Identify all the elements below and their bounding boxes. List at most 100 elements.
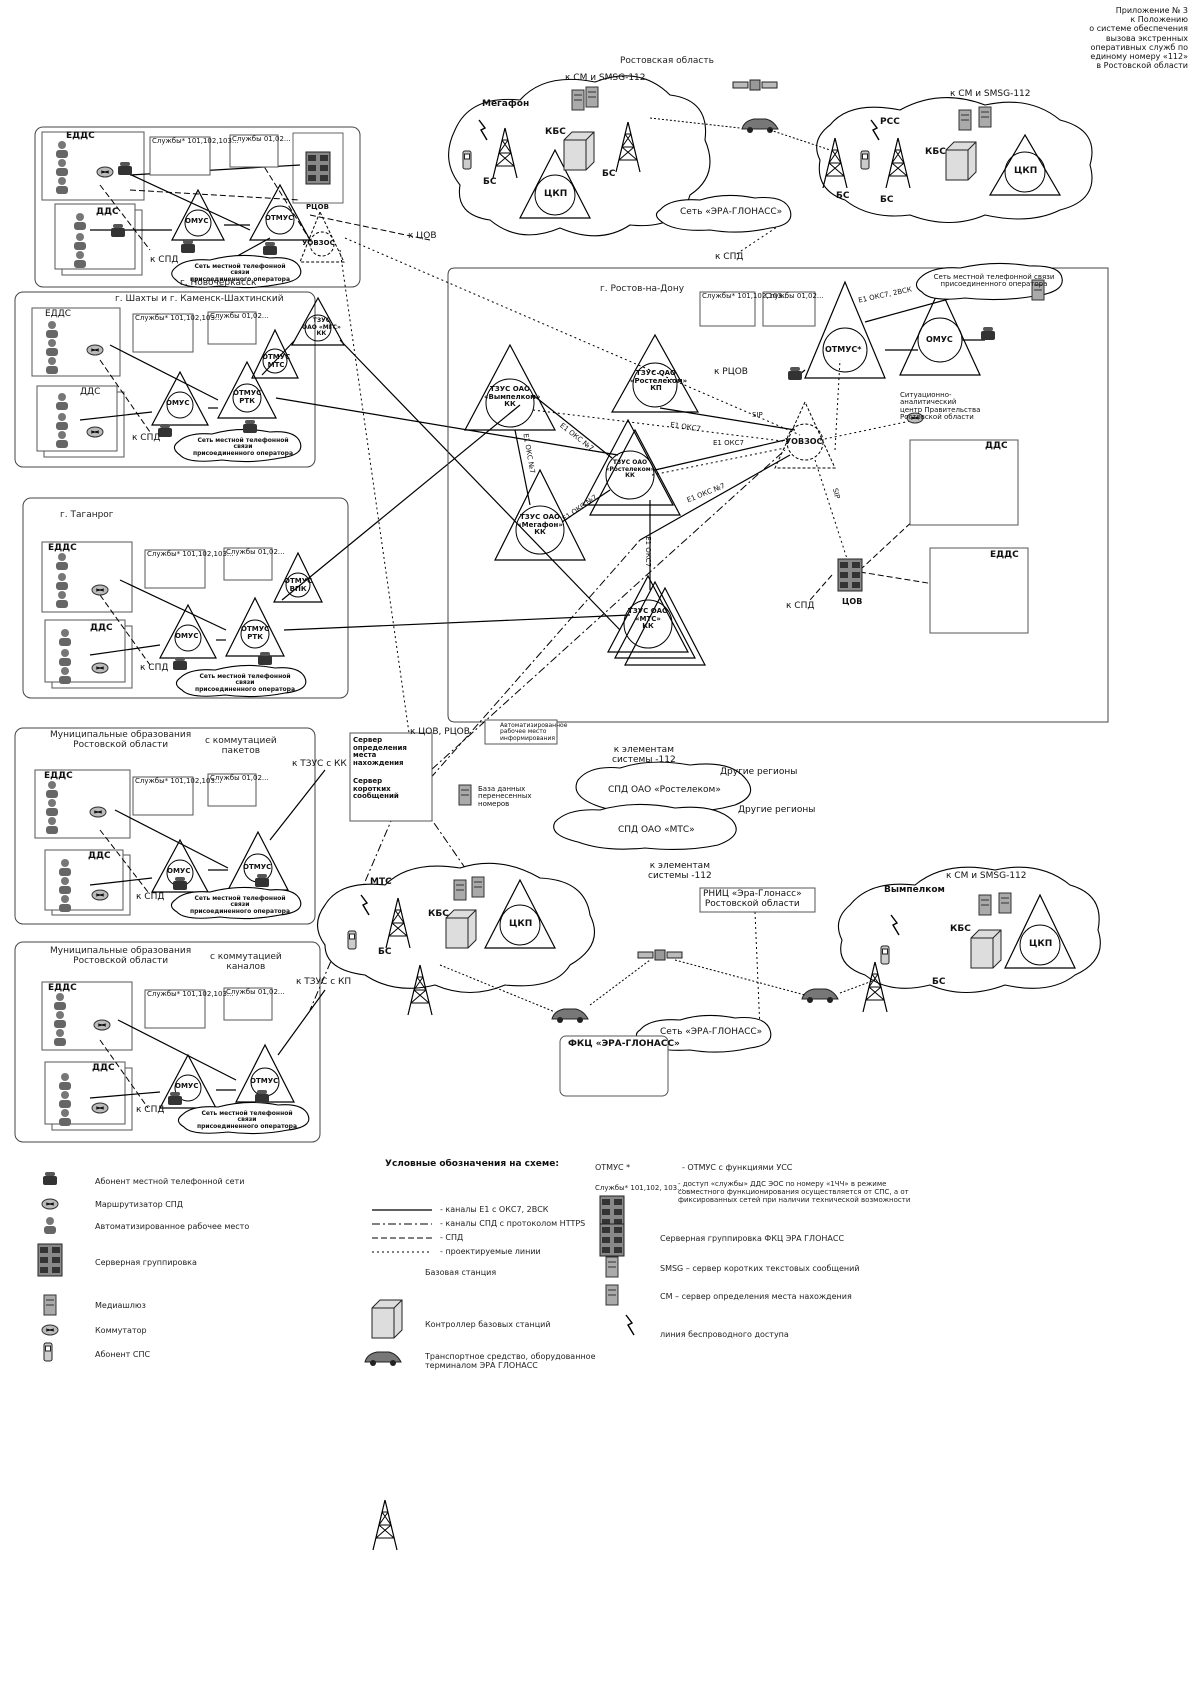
legend-services: - доступ «службы» ДДС ЭОС по номеру «1ЧЧ… <box>678 1180 911 1204</box>
label-otmus-star: ОТМУС* <box>825 345 862 354</box>
label-location-server: Сервер определения места нахождения <box>353 736 407 768</box>
label-analytic-center: Ситуационно-аналитический центр Правител… <box>900 391 981 422</box>
label-kbs-2: КБС <box>925 147 946 157</box>
label-omus-rostov: ОМУС <box>926 335 953 344</box>
label-edds-4: ЕДДС <box>44 771 73 781</box>
label-tskp-2: ЦКП <box>1014 166 1038 176</box>
cloud-vimpelcom <box>837 866 1101 993</box>
label-fkts: ФКЦ «ЭРА-ГЛОНАСС» <box>568 1039 680 1049</box>
local-net-3: Сеть местной телефонной связи присоедине… <box>194 673 296 693</box>
label-spd-mts: СПД ОАО «МТС» <box>618 825 695 835</box>
legend-item-router: Маршрутизатор СПД <box>95 1200 184 1209</box>
label-to-tzus-kp: к ТЗУС с КП <box>296 977 352 987</box>
label-to-spd-3: к СПД <box>140 663 169 673</box>
label-to-spd-4: к СПД <box>136 892 165 902</box>
label-to-spd-2: к СПД <box>132 433 161 443</box>
label-rnits: РНИЦ «Эра-Глонасс» Ростовской области <box>703 889 802 909</box>
label-e1-e: Е1 ОКС7 <box>644 536 653 568</box>
label-edds-1: ЕДДС <box>66 131 95 141</box>
services-b-4: Службы 01,02... <box>210 774 269 782</box>
panel-mode-channels: с коммутацией каналов <box>210 952 282 972</box>
dds-rostov-box <box>909 439 1019 526</box>
label-db-ported: База данных перенесенных номеров <box>478 785 532 808</box>
label-sms-server: Сервер коротких сообщений <box>353 777 399 801</box>
edds-rostov-box <box>929 547 1029 634</box>
rostov-oblast-title: Ростовская область <box>620 56 714 66</box>
panel-title-rostov-on-don: г. Ростов-на-Дону <box>600 284 685 294</box>
label-kbs-3: КБС <box>428 909 449 919</box>
label-otmus-4: ОТМУС <box>243 863 272 871</box>
legend-item-mobile-subscriber: Абонент СПС <box>95 1350 151 1359</box>
label-omus-1: ОМУС <box>185 217 209 225</box>
label-cm-smsg-2: к СМ и SMSG-112 <box>950 89 1031 99</box>
legend-key-services: Службы* 101,102, 103... <box>595 1184 684 1192</box>
label-omus-3: ОМУС <box>175 632 199 640</box>
panel-rostov-on-don <box>447 267 1109 723</box>
panel-title-municipal-channels: Муниципальные образования Ростовской обл… <box>50 946 192 966</box>
services-a-5: Службы* 101,102,103... <box>147 990 234 998</box>
label-omus-2: ОМУС <box>166 399 190 407</box>
legend-item-cm-server: СМ – сервер определения места нахождения <box>660 1292 852 1301</box>
services-a-2: Службы* 101,102,103... <box>135 314 222 322</box>
services-a-4: Службы* 101,102,103... <box>135 777 222 785</box>
label-bs-1: БС <box>483 177 497 187</box>
label-edds-rostov: ЕДДС <box>990 550 1019 560</box>
panel-shakhty <box>14 291 316 468</box>
cloud-spd-rostelecom <box>575 761 752 813</box>
cloud-local-net-2 <box>173 428 302 463</box>
services-b-5: Службы 01,02... <box>226 988 285 996</box>
label-tzus-rostelecom-kp: ТЗУС ОАО «Ростелеком» КП <box>630 369 688 393</box>
legend-graphics <box>41 1172 625 1336</box>
local-net-4: Сеть местной телефонной связи присоедине… <box>189 895 291 915</box>
legend-title: Условные обозначения на схеме: <box>385 1159 559 1169</box>
cloud-era-top <box>655 194 792 233</box>
label-to-spd-1: к СПД <box>150 255 179 265</box>
legend-item-bs-controller: Контроллер базовых станций <box>425 1320 551 1329</box>
local-net-1: Сеть местной телефонной связи присоедине… <box>189 263 291 283</box>
label-sip-1: SIP <box>752 411 763 419</box>
legend-line-dashed: - СПД <box>440 1233 464 1242</box>
label-to-tsov-rtsov: к ЦОВ, РЦОВ <box>410 727 470 737</box>
legend-item-car: Транспортное средство, оборудованное тер… <box>425 1352 596 1370</box>
legend-item-workstation: Автоматизированное рабочее место <box>95 1222 250 1231</box>
legend-otmus-star: - ОТМУС с функциями УСС <box>682 1163 793 1172</box>
label-dds-rostov: ДДС <box>985 441 1008 451</box>
label-other-regions-1: Другие регионы <box>720 767 798 777</box>
label-tskp-3: ЦКП <box>509 919 533 929</box>
label-omus-5: ОМУС <box>175 1082 199 1090</box>
label-tzus-vimpelcom: ТЗУС ОАО «Вымпелком» КК <box>484 385 541 409</box>
legend-item-phone-subscriber: Абонент местной телефонной сети <box>95 1177 245 1186</box>
label-tzus-rostelecom-kk: ТЗУС ОАО «Ростелеком» КК <box>605 459 655 480</box>
panel-municipal-packets <box>14 727 316 925</box>
label-to-elements-1: к элементам системы -112 <box>612 745 676 765</box>
label-tsov: ЦОВ <box>842 597 863 606</box>
panel-municipal-channels <box>14 941 321 1143</box>
panel-mode-packets: с коммутацией пакетов <box>205 736 277 756</box>
label-bs-5: БС <box>378 947 392 957</box>
server-location-box <box>349 732 433 822</box>
label-rtsov: РЦОВ <box>306 203 329 211</box>
label-otmus-mts: ОТМУС МТС <box>262 353 291 369</box>
label-cm-smsg-1: к СМ и SMSG-112 <box>565 73 646 83</box>
cloud-local-net-rostov <box>915 262 1063 301</box>
label-dds-2: ДДС <box>80 387 101 397</box>
label-omus-4: ОМУС <box>167 867 191 875</box>
label-cm-smsg-3: к СМ и SMSG-112 <box>946 871 1027 881</box>
label-otmus-vpk: ОТМУС ВПК <box>284 577 313 593</box>
panel-title-taganrog: г. Таганрог <box>60 510 114 520</box>
label-tzus-mgs: ТЗУС ОАО «МГС» КК <box>302 317 341 338</box>
label-bs-6: БС <box>932 977 946 987</box>
panel-title-novocherkassk: г. Новочеркасск <box>180 278 257 288</box>
label-rss: РСС <box>880 117 900 127</box>
label-spd-rostelecom: СПД ОАО «Ростелеком» <box>608 785 721 795</box>
label-e1-g: Е1 ОКС7 <box>713 439 744 447</box>
label-tzus-megafon: ТЗУС ОАО «Мегафон» КК <box>517 513 563 537</box>
label-dds-4: ДДС <box>88 851 111 861</box>
services-b-2: Службы 01,02... <box>210 312 269 320</box>
label-bs-2: БС <box>602 169 616 179</box>
label-to-spd-top: к СПД <box>715 252 744 262</box>
label-to-rtsov: к РЦОВ <box>714 367 748 377</box>
label-other-regions-2: Другие регионы <box>738 805 816 815</box>
label-tskp-1: ЦКП <box>544 189 568 199</box>
label-tskp-4: ЦКП <box>1029 939 1053 949</box>
